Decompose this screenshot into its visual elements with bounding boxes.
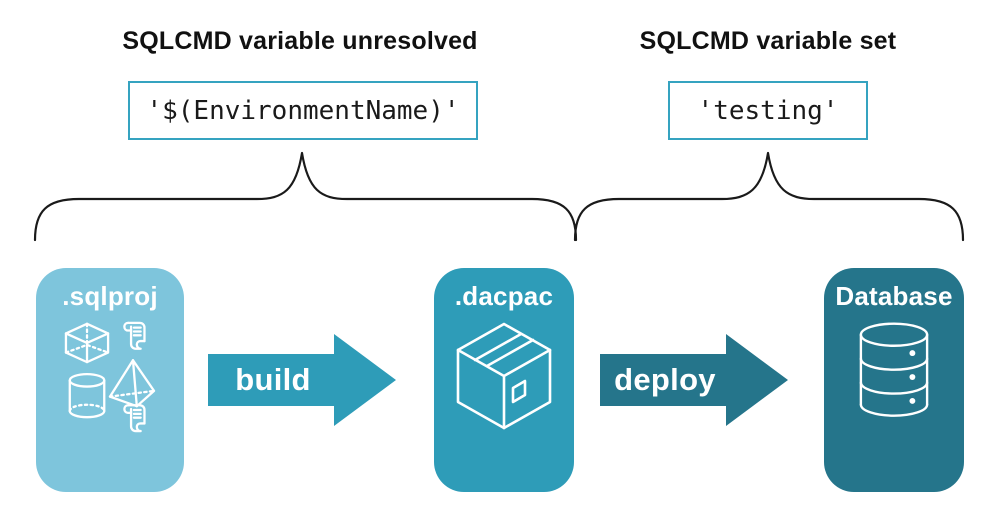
cylinder-icon [68,372,106,419]
pyramid-icon [108,359,156,408]
curly-brace-right [573,151,965,242]
right-arrow-icon [600,334,788,426]
stage-card-database: Database [824,268,964,492]
sql-script-icon [123,404,146,433]
deploy-arrow-label: deploy [614,362,716,397]
sql-script-icon [123,321,146,350]
database-cylinder-icon [859,322,929,417]
deploy-arrow: deploy [600,330,792,430]
build-arrow-label: build [235,362,311,397]
code-box-testing: 'testing' [668,81,868,140]
package-box-icon [456,322,552,430]
curly-brace-left [33,151,578,242]
code-text-testing: 'testing' [697,95,839,126]
stage-label-database: Database [835,281,953,311]
build-arrow: build [208,330,400,430]
right-arrow-icon [208,334,396,426]
code-text-environment-name: '$(EnvironmentName)' [146,95,460,126]
stage-label-dacpac: .dacpac [454,281,554,311]
stage-label-sqlproj: .sqlproj [62,281,158,311]
stage-card-dacpac: .dacpac [434,268,574,492]
heading-sqlcmd-unresolved: SQLCMD variable unresolved [122,27,478,55]
stage-card-sqlproj: .sqlproj [36,268,184,492]
code-box-environment-name: '$(EnvironmentName)' [128,81,478,140]
cube-icon [64,322,110,364]
sql-project-objects-icon [64,321,156,433]
heading-sqlcmd-set: SQLCMD variable set [639,27,897,55]
